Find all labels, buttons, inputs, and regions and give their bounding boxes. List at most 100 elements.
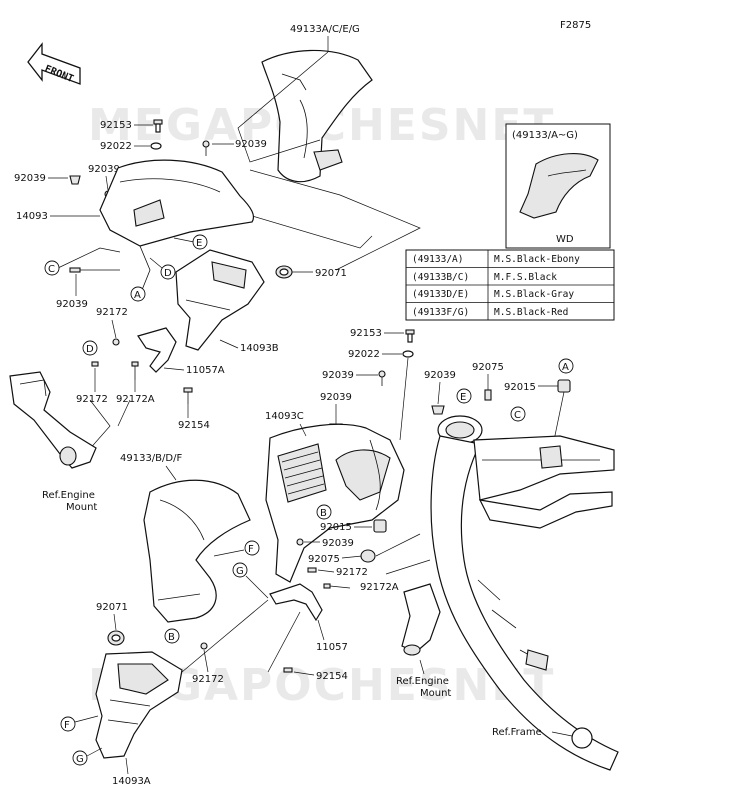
callout-f-low bbox=[60, 716, 76, 732]
label-92039-h: 92039 bbox=[322, 538, 354, 549]
bolt-92154-a bbox=[183, 387, 193, 404]
label-92172-a: 92172 bbox=[96, 307, 128, 318]
grommet-92075-a bbox=[484, 389, 492, 401]
callout-b-low-label: B bbox=[168, 632, 175, 643]
label-49133bdf: 49133/B/D/F bbox=[120, 453, 182, 464]
table-row-4-code: (49133F/G) bbox=[412, 307, 469, 318]
label-92153-a: 92153 bbox=[100, 120, 132, 131]
callout-g-mid-label: G bbox=[236, 566, 244, 577]
inner-panel-14093 bbox=[99, 159, 255, 291]
label-92039-a: 92039 bbox=[235, 139, 267, 150]
ref-engine-b: Ref.Engine bbox=[396, 676, 449, 687]
table-row-4-desc: M.S.Black-Red bbox=[494, 307, 568, 318]
front-arrow-icon: FRONT bbox=[27, 42, 81, 85]
label-92172a-a: 92172A bbox=[116, 394, 155, 405]
label-92071-b: 92071 bbox=[96, 602, 128, 613]
screw-92172-b bbox=[91, 361, 99, 367]
clip-92039-f bbox=[431, 405, 445, 415]
screw-92172-d bbox=[200, 642, 208, 650]
callout-c-right bbox=[510, 406, 526, 422]
label-92172-c: 92172 bbox=[336, 567, 368, 578]
bracket-14093b bbox=[175, 249, 265, 351]
callout-g-low-label: G bbox=[76, 754, 84, 765]
label-92075-b: 92075 bbox=[308, 554, 340, 565]
variant-table: (49133/A) M.S.Black-Ebony (49133B/C) M.F… bbox=[405, 249, 615, 321]
ref-engine-a: Ref.Engine bbox=[42, 490, 95, 501]
label-14093b: 14093B bbox=[240, 343, 279, 354]
washer-92022-a bbox=[150, 142, 162, 150]
stay-11057 bbox=[269, 583, 323, 622]
clip-92039-d bbox=[69, 267, 120, 273]
table-row-2-desc: M.F.S.Black bbox=[494, 272, 557, 283]
bolt-92153-b bbox=[405, 329, 415, 343]
callout-e-right bbox=[456, 388, 472, 404]
bolt-92172a-b bbox=[323, 583, 351, 589]
label-92039-d: 92039 bbox=[56, 299, 88, 310]
label-92172-b: 92172 bbox=[76, 394, 108, 405]
callout-d-left-label: D bbox=[86, 344, 94, 355]
label-92039-g: 92039 bbox=[320, 392, 352, 403]
bolt-92154-b bbox=[283, 667, 293, 673]
bolt-92172a-a bbox=[131, 361, 139, 380]
callout-b-low bbox=[164, 628, 180, 644]
callout-e-right-label: E bbox=[460, 392, 466, 403]
table-row-1-desc: M.S.Black-Ebony bbox=[494, 254, 580, 265]
label-92039-e: 92039 bbox=[322, 370, 354, 381]
callout-d-mid-label: D bbox=[164, 268, 172, 279]
table-row-3-code: (49133D/E) bbox=[412, 289, 469, 300]
label-92015-a: 92015 bbox=[504, 382, 536, 393]
engine-mount-left bbox=[9, 371, 97, 469]
label-11057: 11057 bbox=[316, 642, 348, 653]
label-14093c: 14093C bbox=[265, 411, 304, 422]
callout-c-left-label: C bbox=[48, 264, 55, 275]
label-49133aceg: 49133A/C/E/G bbox=[290, 24, 360, 35]
inset-caption: WD bbox=[556, 234, 574, 245]
lower-cowl-49133bdf bbox=[143, 479, 251, 623]
collar-92015-b bbox=[373, 519, 387, 533]
label-92039-c: 92039 bbox=[88, 164, 120, 175]
screw-92172-c bbox=[307, 567, 317, 573]
label-92015-b: 92015 bbox=[320, 522, 352, 533]
grommet-92071-a bbox=[275, 265, 293, 279]
clip-92039-e bbox=[378, 370, 386, 386]
washer-92022-b bbox=[402, 350, 414, 358]
callout-c-left bbox=[44, 260, 60, 276]
clip-92039-b bbox=[69, 175, 81, 185]
callout-f-mid-label: F bbox=[248, 544, 254, 555]
inset-box: (49133/A~G) WD bbox=[505, 123, 611, 249]
label-92022-a: 92022 bbox=[100, 141, 132, 152]
label-92154-a: 92154 bbox=[178, 420, 210, 431]
ref-engine-b2: Mount bbox=[420, 688, 451, 699]
figure-code: F2875 bbox=[560, 20, 591, 31]
callout-b-mid bbox=[316, 504, 332, 520]
label-92172-d: 92172 bbox=[192, 674, 224, 685]
table-row-1-code: (49133/A) bbox=[412, 254, 463, 265]
callout-f-low-label: F bbox=[64, 720, 70, 731]
bracket-14093a bbox=[95, 651, 183, 759]
frame bbox=[401, 415, 619, 771]
label-92154-b: 92154 bbox=[316, 671, 348, 682]
label-92039-b: 92039 bbox=[14, 173, 46, 184]
callout-e-mid bbox=[192, 234, 208, 250]
label-14093a: 14093A bbox=[112, 776, 151, 787]
callout-d-left bbox=[82, 340, 98, 356]
table-row-3-desc: M.S.Black-Gray bbox=[494, 289, 574, 300]
ref-engine-a2: Mount bbox=[66, 502, 97, 513]
bolt-92153-a bbox=[153, 119, 163, 133]
label-92022-b: 92022 bbox=[348, 349, 380, 360]
label-92039-f: 92039 bbox=[424, 370, 456, 381]
label-11057a: 11057A bbox=[186, 365, 225, 376]
label-92153-b: 92153 bbox=[350, 328, 382, 339]
callout-a-left bbox=[130, 286, 146, 302]
label-92075-a: 92075 bbox=[472, 362, 504, 373]
inset-title: (49133/A~G) bbox=[512, 130, 578, 141]
label-92071-a: 92071 bbox=[315, 268, 347, 279]
ref-frame: Ref.Frame bbox=[492, 727, 542, 738]
upper-cowl-49133aceg bbox=[261, 49, 373, 183]
callout-g-mid bbox=[232, 562, 248, 578]
callout-c-right-label: C bbox=[514, 410, 521, 421]
label-92172a-b: 92172A bbox=[360, 582, 399, 593]
callout-e-mid-label: E bbox=[196, 238, 202, 249]
table-row-2-code: (49133B/C) bbox=[412, 272, 469, 283]
callout-d-mid bbox=[160, 264, 176, 280]
